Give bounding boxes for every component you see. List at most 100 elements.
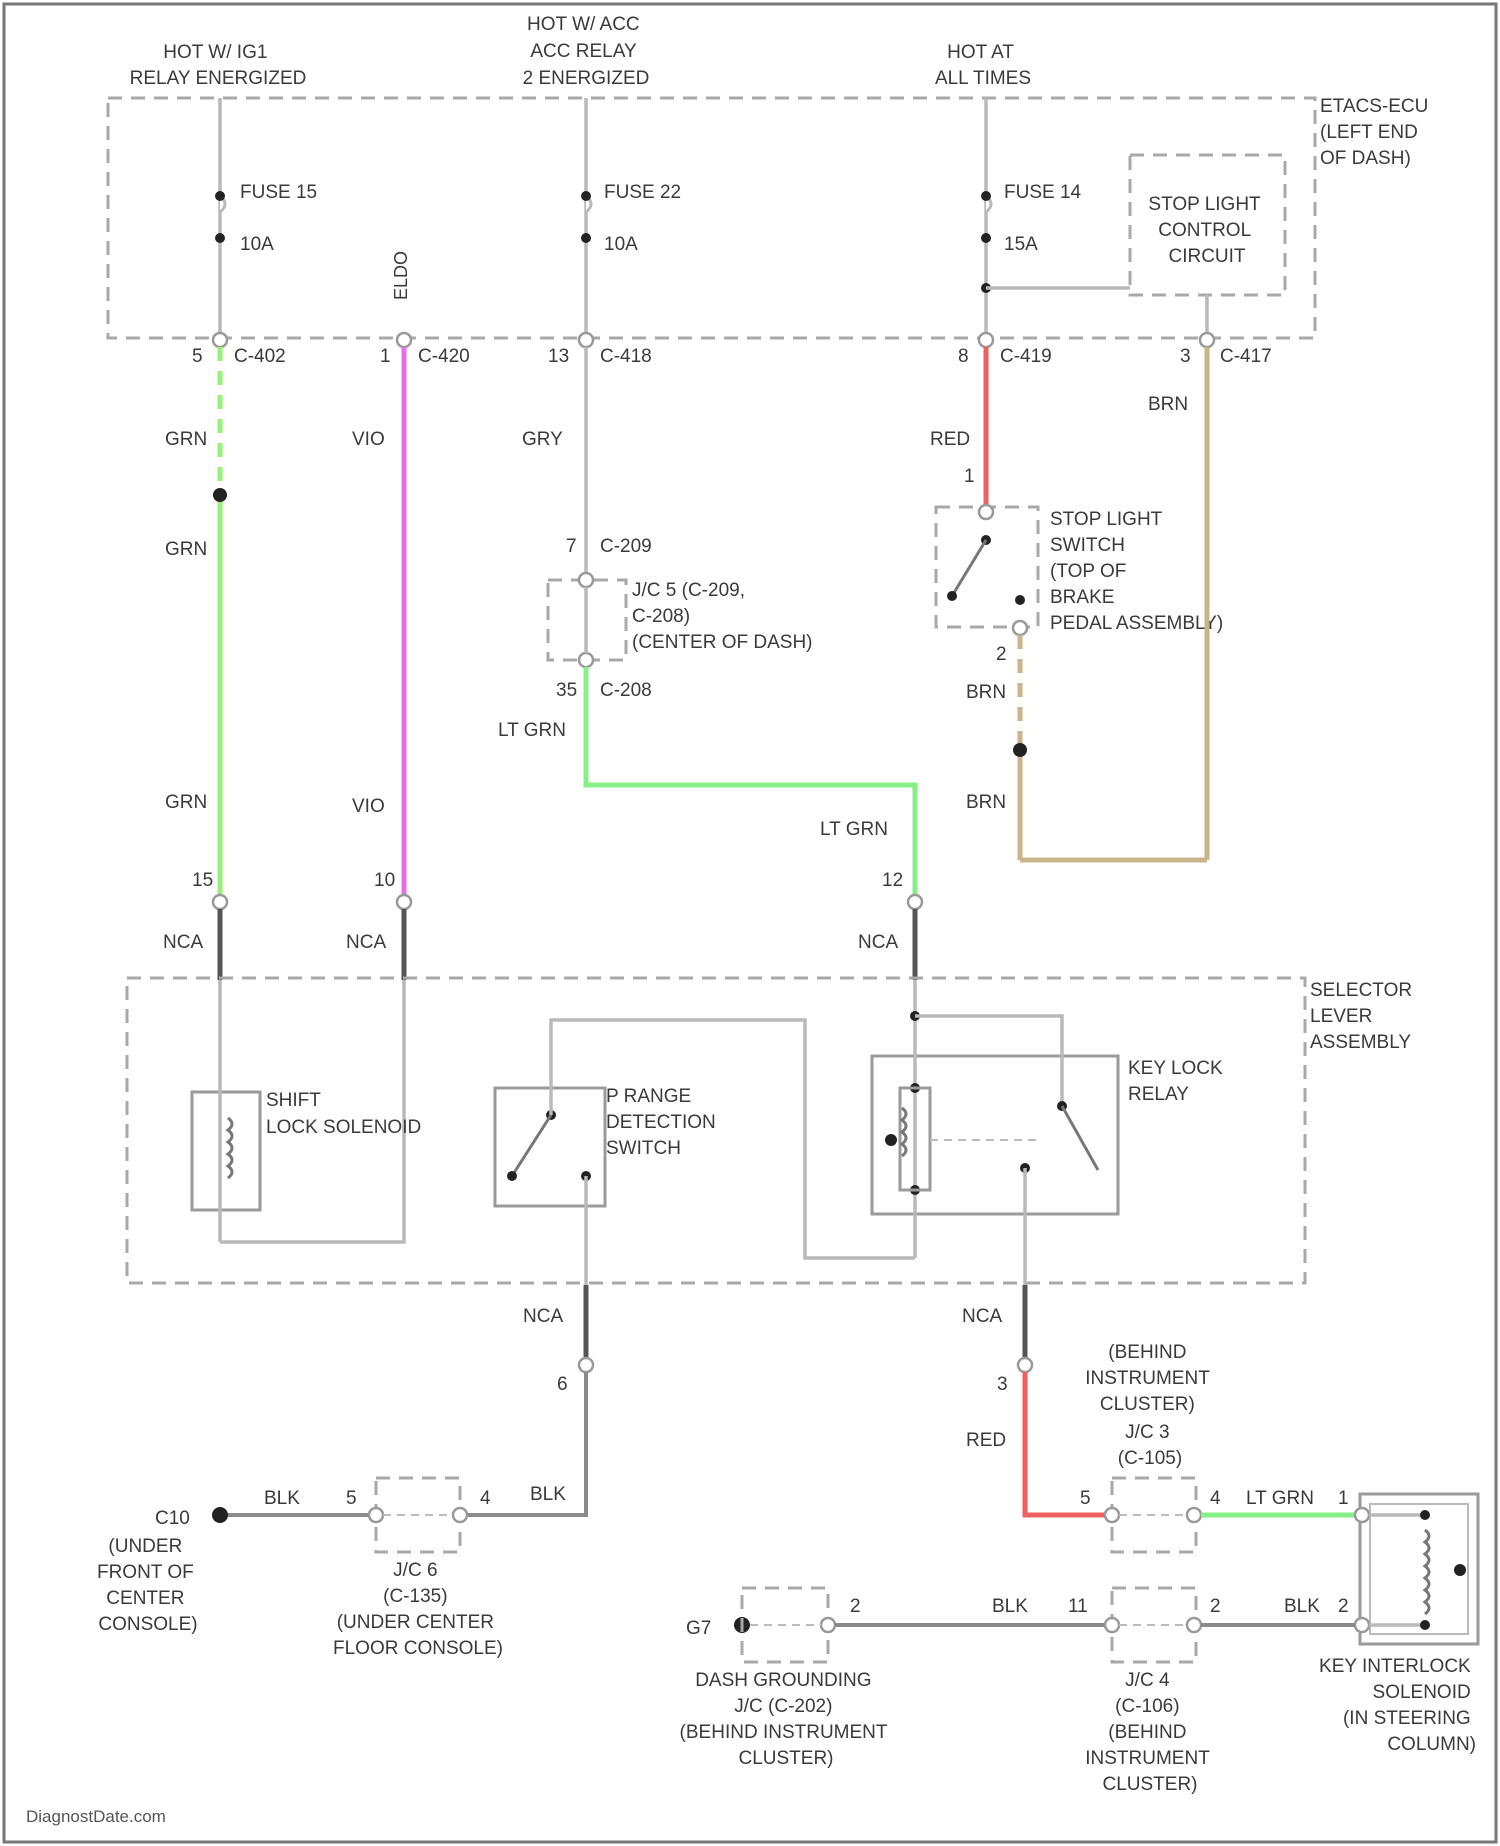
fuse-14-name: FUSE 14 <box>1004 182 1082 203</box>
source-always-label: HOT AT ALL TIMES <box>935 42 1031 89</box>
source-acc-line1: HOT W/ ACC <box>527 14 640 35</box>
shift-lock-label: SHIFT LOCK SOLENOID <box>266 1090 421 1138</box>
interlock-line1: KEY INTERLOCK <box>1319 1656 1471 1677</box>
jc4-line3: (BEHIND <box>1108 1722 1186 1743</box>
pin-12: 12 <box>882 870 903 891</box>
stop-light-control-label: STOP LIGHT CONTROL CIRCUIT <box>1148 194 1265 267</box>
pin-4-jc6: 4 <box>480 1488 491 1509</box>
conn-c420: C-420 <box>418 346 470 367</box>
ground-g7-path: G7 2 BLK 11 2 BLK 2 DASH GROUNDING J/C (… <box>680 1588 1355 1795</box>
lt-grn-wire-lower: LT GRN 1 <box>1201 1488 1360 1515</box>
brn-label-1: BRN <box>1148 394 1188 415</box>
red-label-2: RED <box>966 1430 1006 1451</box>
jc6-label: J/C 6 (C-135) (UNDER CENTER FLOOR CONSOL… <box>333 1560 503 1659</box>
selector-line1: SELECTOR <box>1310 980 1412 1001</box>
pin-3-lower: 3 <box>997 1374 1008 1395</box>
nca-label-1: NCA <box>163 932 203 953</box>
c10-location: (UNDER FRONT OF CENTER CONSOLE) <box>97 1536 199 1635</box>
conn-c417: C-417 <box>1220 346 1272 367</box>
blk-label-4: BLK <box>1284 1596 1320 1617</box>
etacs-line1: ETACS-ECU <box>1320 96 1428 117</box>
vio-wire: VIO VIO <box>352 347 404 895</box>
interlock-line2: SOLENOID <box>1373 1682 1471 1703</box>
conn-c418: C-418 <box>600 346 652 367</box>
lt-grn-label-3: LT GRN <box>1246 1488 1314 1509</box>
p-range-switch: P RANGE DETECTION SWITCH <box>495 1020 915 1340</box>
brn-label-2: BRN <box>966 682 1006 703</box>
dash-gnd-line1: DASH GROUNDING <box>695 1670 871 1691</box>
shift-lock-line2: LOCK SOLENOID <box>266 1117 421 1138</box>
pin-2-jc4: 2 <box>1210 1596 1221 1617</box>
key-lock-line1: KEY LOCK <box>1128 1058 1223 1079</box>
etacs-ecu-box <box>108 98 1315 338</box>
conn-c209: C-209 <box>600 536 652 557</box>
pin-1-interlock: 1 <box>1338 1488 1349 1509</box>
jc4-line1: J/C 4 <box>1125 1670 1170 1691</box>
fuse-15-column: FUSE 15 10A <box>215 98 322 340</box>
selector-line2: LEVER <box>1310 1006 1372 1027</box>
jc4-line2: (C-106) <box>1115 1696 1179 1717</box>
stop-sw-line3: (TOP OF <box>1050 561 1126 582</box>
fuse-22-rating: 10A <box>604 234 638 255</box>
jc3-line3: CLUSTER) <box>1100 1394 1195 1415</box>
p-range-label: P RANGE DETECTION SWITCH <box>606 1086 721 1159</box>
grn-label-3: GRN <box>165 792 207 813</box>
c10-line4: CONSOLE) <box>98 1614 197 1635</box>
nca-label-3: NCA <box>858 932 898 953</box>
source-always-line1: HOT AT <box>947 42 1014 63</box>
pin-15: 15 <box>192 870 213 891</box>
stop-ctrl-line3: CIRCUIT <box>1168 246 1245 267</box>
diagram-frame <box>4 4 1496 1842</box>
stop-light-switch-label: STOP LIGHT SWITCH (TOP OF BRAKE PEDAL AS… <box>1050 509 1223 634</box>
jc6-line2: (C-135) <box>383 1586 447 1607</box>
stop-ctrl-line2: CONTROL <box>1158 220 1250 241</box>
selector-connector-row: 15 10 12 NCA NCA NCA <box>163 870 922 980</box>
jc5-label: J/C 5 (C-209, C-208) (CENTER OF DASH) <box>632 580 813 653</box>
pin-2-dash-gnd: 2 <box>850 1596 861 1617</box>
source-acc-line2: ACC RELAY <box>530 41 637 62</box>
dash-gnd-line3: (BEHIND INSTRUMENT <box>680 1722 888 1743</box>
p-range-line1: P RANGE <box>606 1086 691 1107</box>
vio-label-1: VIO <box>352 429 385 450</box>
pin-8-c419: 8 <box>958 346 969 367</box>
source-acc-label: HOT W/ ACC ACC RELAY 2 ENERGIZED <box>523 14 650 89</box>
ground-c10-path: BLK BLK 5 4 C10 (UNDER FRONT OF CENTER C… <box>97 1372 586 1659</box>
jc6-line4: FLOOR CONSOLE) <box>333 1638 503 1659</box>
fuse-14-column: FUSE 14 15A <box>981 98 1130 340</box>
fuse-15-name: FUSE 15 <box>240 182 317 203</box>
fuse-14-label: FUSE 14 15A <box>1004 182 1086 255</box>
conn-c402: C-402 <box>234 346 286 367</box>
watermark: DiagnostDate.com <box>26 1807 166 1826</box>
stop-sw-line2: SWITCH <box>1050 535 1125 556</box>
etacs-ecu-label: ETACS-ECU (LEFT END OF DASH) <box>1320 96 1434 169</box>
fuse-15-label: FUSE 15 10A <box>240 182 322 255</box>
stop-sw-line4: BRAKE <box>1050 587 1114 608</box>
pin-10: 10 <box>374 870 395 891</box>
jc6-line3: (UNDER CENTER <box>337 1612 494 1633</box>
jc5-line1: J/C 5 (C-209, <box>632 580 745 601</box>
selector-lever-label: SELECTOR LEVER ASSEMBLY <box>1310 980 1417 1053</box>
p-range-line2: DETECTION <box>606 1112 716 1133</box>
source-ig1-line1: HOT W/ IG1 <box>163 42 267 63</box>
c10-line1: (UNDER <box>108 1536 182 1557</box>
jc3-line2: INSTRUMENT <box>1085 1368 1210 1389</box>
shift-lock-line1: SHIFT <box>266 1090 321 1111</box>
fuse-22-label: FUSE 22 10A <box>604 182 686 255</box>
pin-5-jc3: 5 <box>1080 1488 1091 1509</box>
c10-line3: CENTER <box>106 1588 184 1609</box>
jc3-line1: (BEHIND <box>1108 1342 1186 1363</box>
c10-line2: FRONT OF <box>97 1562 194 1583</box>
pin-1-stop-sw: 1 <box>964 466 975 487</box>
nca-label-2: NCA <box>346 932 386 953</box>
blk-label-2: BLK <box>530 1484 566 1505</box>
red-label-1: RED <box>930 429 970 450</box>
nca-label-5: NCA <box>962 1306 1002 1327</box>
jc6-line1: J/C 6 <box>393 1560 437 1581</box>
pin-11-jc4: 11 <box>1068 1596 1088 1617</box>
stop-light-switch: STOP LIGHT SWITCH (TOP OF BRAKE PEDAL AS… <box>936 505 1223 665</box>
grn-label-2: GRN <box>165 539 207 560</box>
jc3-label: (BEHIND INSTRUMENT CLUSTER) J/C 3 (C-105… <box>1085 1342 1215 1469</box>
stop-sw-line1: STOP LIGHT <box>1050 509 1163 530</box>
jc3-line4: J/C 3 <box>1125 1422 1169 1443</box>
